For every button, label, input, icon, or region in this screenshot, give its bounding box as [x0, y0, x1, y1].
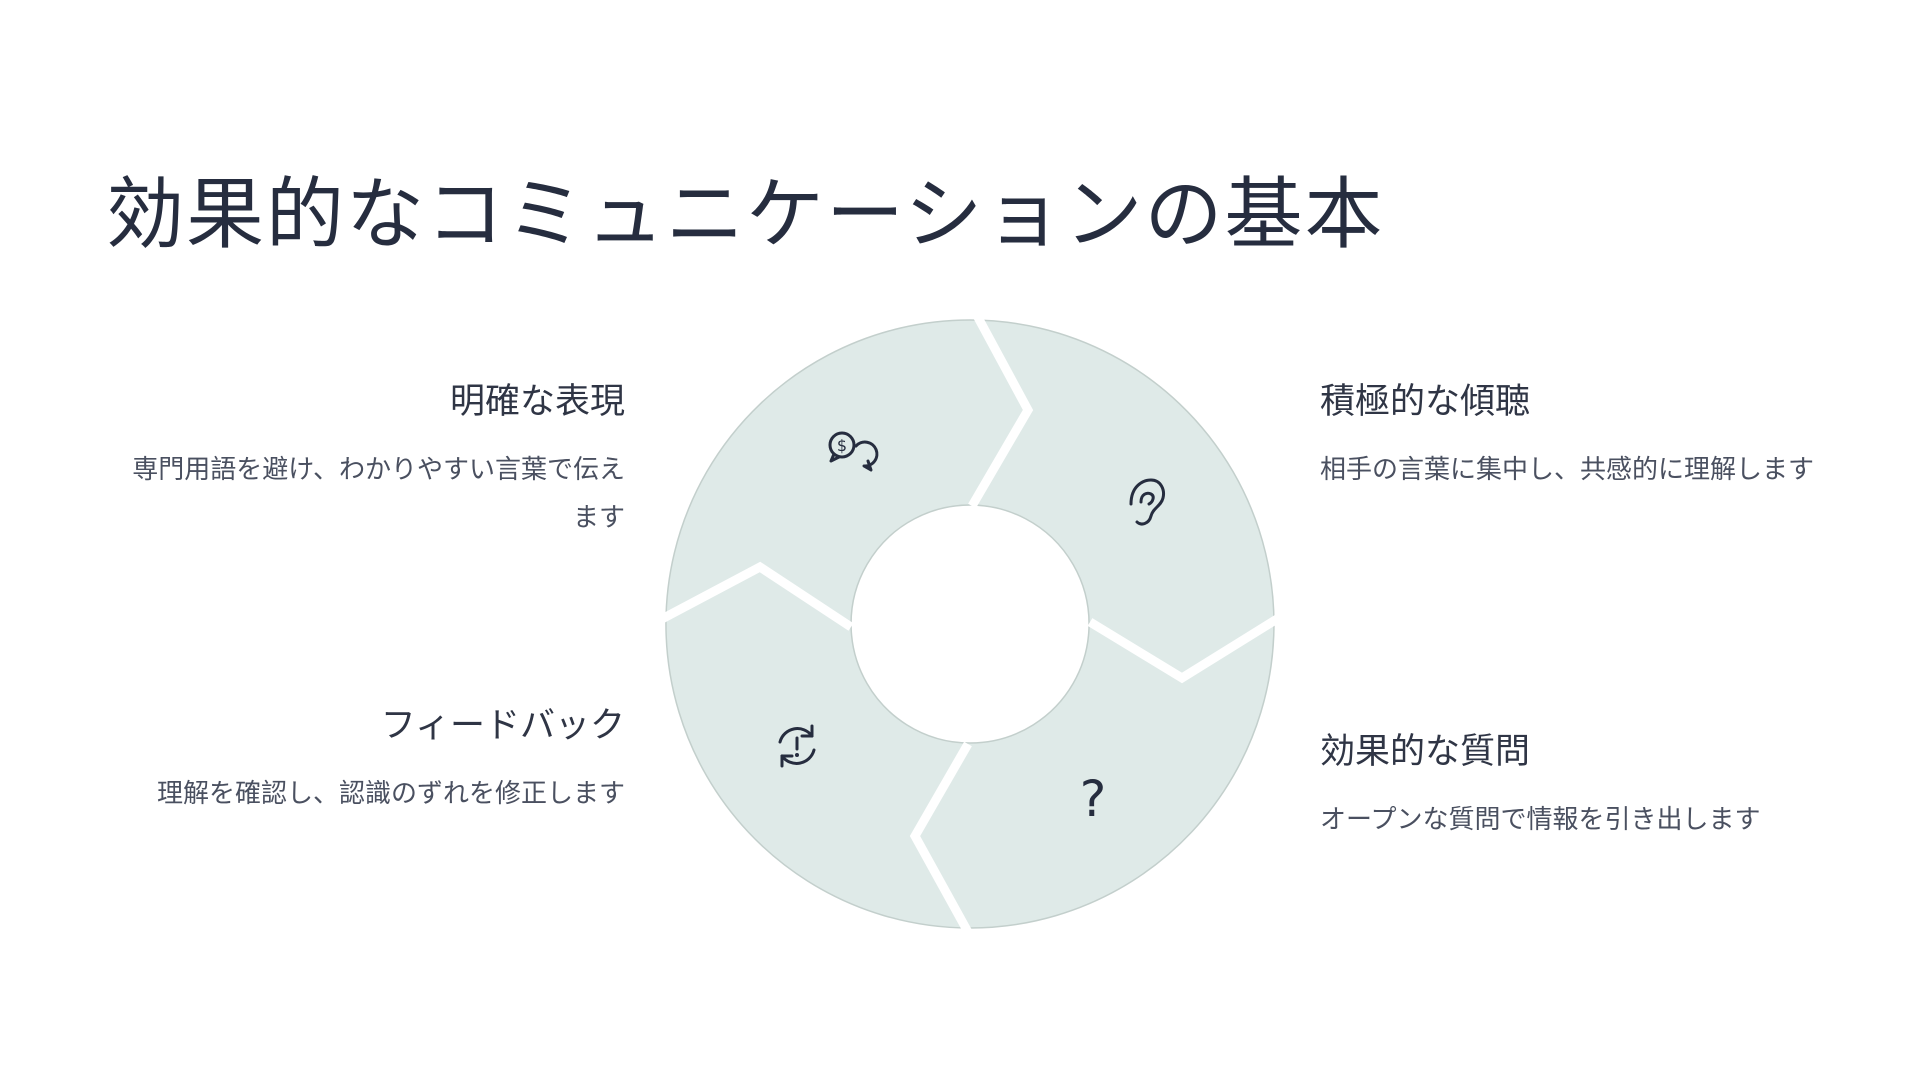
divider-right — [1087, 610, 1288, 684]
refresh-alert-icon — [778, 724, 816, 768]
step-description: 理解を確認し、認識のずれを修正します — [156, 779, 625, 809]
ear-icon — [1129, 478, 1165, 526]
step-clear-expression: 明確な表現 専門用語を避け、わかりやすい言葉で伝えます — [115, 378, 625, 542]
svg-text:$: $ — [837, 436, 847, 455]
step-heading: 効果的な質問 — [1320, 732, 1531, 772]
speech-bubbles-dollar-icon: $ — [828, 431, 879, 472]
divider-left — [657, 561, 854, 631]
question-mark-icon: ? — [1080, 770, 1107, 828]
divider-bottom — [909, 741, 972, 935]
step-description: オープンな質問で情報を引き出します — [1320, 805, 1761, 835]
page-title: 効果的なコミュニケーションの基本 — [106, 170, 1385, 260]
divider-top — [968, 307, 1034, 509]
step-heading: 明確な表現 — [449, 382, 625, 422]
step-heading: 積極的な傾聴 — [1320, 382, 1531, 422]
step-active-listening: 積極的な傾聴 相手の言葉に集中し、共感的に理解します — [1320, 378, 1830, 494]
step-description: 専門用語を避け、わかりやすい言葉で伝えます — [132, 455, 625, 533]
step-description: 相手の言葉に集中し、共感的に理解します — [1320, 455, 1815, 485]
step-heading: フィードバック — [380, 706, 625, 746]
svg-text:?: ? — [1080, 770, 1107, 828]
cycle-ring — [665, 319, 1275, 929]
step-feedback: フィードバック 理解を確認し、認識のずれを修正します — [115, 702, 625, 818]
step-effective-questions: 効果的な質問 オープンな質問で情報を引き出します — [1320, 728, 1830, 844]
